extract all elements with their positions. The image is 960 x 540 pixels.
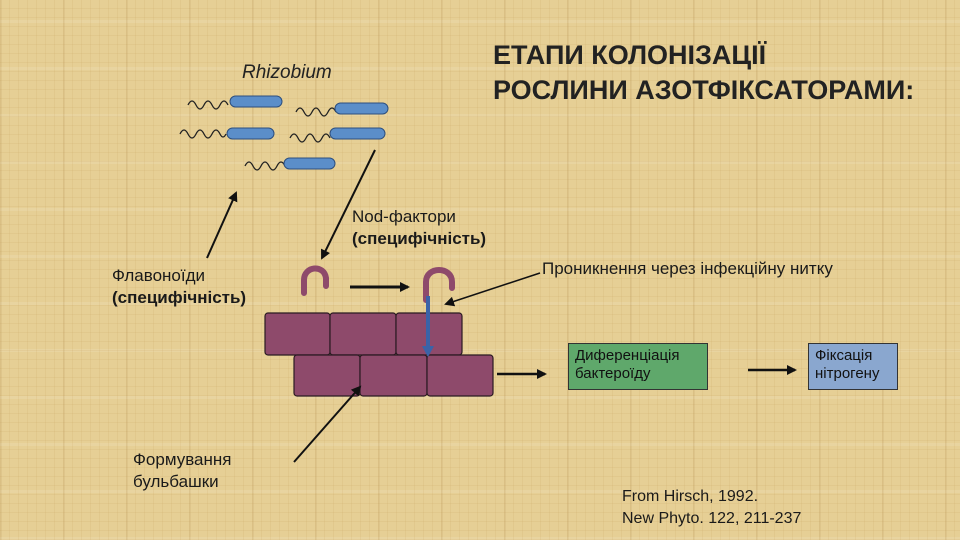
nod-factors-line-1: Nod-фактори (352, 207, 456, 226)
citation-line-1: From Hirsch, 1992. (622, 488, 759, 505)
nodule-formation-label: Формування бульбашки (133, 449, 232, 493)
penetration-label: Проникнення через інфекційну нитку (542, 259, 833, 278)
infection-thread-arrowhead (422, 346, 434, 357)
fixation-line-2: нітрогену (815, 365, 880, 382)
differentiation-box: Диференціація бактероїду (568, 343, 708, 390)
bacterium (289, 127, 386, 143)
rhizobium-label: Rhizobium (242, 62, 332, 83)
differentiation-line-1: Диференціація (575, 347, 680, 364)
plant-cell (329, 312, 397, 356)
title-line-1: ЕТАПИ КОЛОНІЗАЦІЇ (493, 40, 767, 70)
fixation-box: Фіксація нітрогену (808, 343, 898, 390)
arrow-nodule-formation (293, 385, 362, 463)
arrow-nod-to-root-hair (321, 149, 376, 260)
plant-cell (359, 354, 428, 397)
root-hair-curl (301, 265, 329, 296)
nodule-formation-line-2: бульбашки (133, 472, 219, 491)
arrow-penetration-pointer (444, 272, 541, 307)
plant-cell (293, 354, 361, 397)
nod-factors-label: Nod-фактори (специфічність) (352, 206, 486, 250)
bacterium (244, 157, 336, 171)
plant-cells (264, 312, 494, 397)
flavonoids-line-1: Флавоноїди (112, 266, 206, 285)
bacterium (179, 127, 275, 140)
bacterium (295, 102, 389, 117)
nod-factors-line-2: (специфічність) (352, 229, 487, 248)
plant-cell (426, 354, 494, 397)
title-line-2: РОСЛИНИ АЗОТФІКСАТОРАМИ: (493, 75, 915, 105)
fixation-line-1: Фіксація (815, 347, 873, 364)
nodule-formation-line-1: Формування (133, 450, 232, 469)
citation-line-2: New Phyto. 122, 211-237 (622, 510, 802, 527)
differentiation-line-2: бактероїду (575, 365, 651, 382)
citation: From Hirsch, 1992. New Phyto. 122, 211-2… (622, 486, 801, 530)
root-hair-curl (423, 267, 455, 303)
arrow-flavonoids-to-bacteria (206, 191, 238, 259)
plant-cell (264, 312, 331, 356)
bacterium (187, 95, 283, 110)
flavonoids-line-2: (специфічність) (112, 288, 247, 307)
page-title: ЕТАПИ КОЛОНІЗАЦІЇ РОСЛИНИ АЗОТФІКСАТОРАМ… (493, 38, 914, 108)
flavonoids-label: Флавоноїди (специфічність) (112, 265, 246, 309)
